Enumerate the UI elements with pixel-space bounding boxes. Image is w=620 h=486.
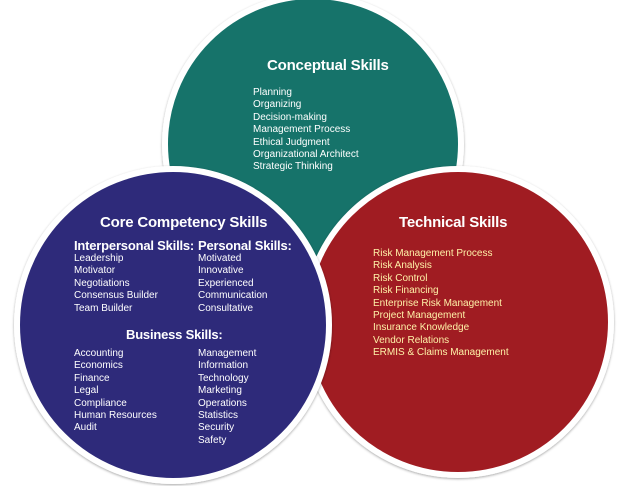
list-item: Insurance Knowledge bbox=[373, 322, 470, 334]
technical-list: Risk Management Process Risk Analysis Ri… bbox=[373, 248, 509, 360]
list-item: Negotiations bbox=[74, 277, 130, 289]
list-item: Safety bbox=[198, 434, 227, 446]
list-item: Management bbox=[198, 348, 257, 359]
list-item: Audit bbox=[74, 422, 97, 434]
list-item: Decision-making bbox=[253, 111, 327, 123]
conceptual-list: Planning Organizing Decision-making Mana… bbox=[253, 87, 359, 174]
business-title: Business Skills: bbox=[126, 327, 223, 342]
list-item: Risk Analysis bbox=[373, 260, 432, 272]
list-item: Motivated bbox=[198, 253, 242, 264]
list-item: Compliance bbox=[74, 397, 127, 409]
interpersonal-title: Interpersonal Skills: bbox=[74, 238, 195, 253]
business-list-right: Management Information Technology Market… bbox=[198, 348, 256, 447]
list-item: Project Management bbox=[373, 310, 466, 322]
list-item: Innovative bbox=[198, 265, 244, 277]
list-item: Motivator bbox=[74, 265, 116, 277]
list-item: Consultative bbox=[198, 302, 254, 314]
business-list-left: Accounting Economics Finance Legal Compl… bbox=[74, 348, 157, 435]
list-item: Management Process bbox=[253, 124, 351, 136]
list-item: Economics bbox=[74, 360, 123, 372]
list-item: Vendor Relations bbox=[373, 334, 450, 346]
list-item: Organizing bbox=[253, 99, 302, 111]
personal-title: Personal Skills: bbox=[198, 238, 292, 253]
technical-title: Technical Skills bbox=[399, 214, 508, 231]
list-item: Planning bbox=[253, 87, 292, 98]
personal-list: Motivated Innovative Experienced Communi… bbox=[198, 253, 267, 315]
list-item: Strategic Thinking bbox=[253, 161, 333, 173]
list-item: Ethical Judgment bbox=[253, 136, 330, 148]
list-item: Accounting bbox=[74, 348, 124, 359]
list-item: Legal bbox=[74, 385, 99, 397]
conceptual-title: Conceptual Skills bbox=[267, 57, 389, 74]
list-item: Organizational Architect bbox=[253, 149, 359, 161]
list-item: ERMIS & Claims Management bbox=[373, 347, 509, 359]
list-item: Risk Control bbox=[373, 272, 428, 284]
list-item: Marketing bbox=[198, 385, 242, 397]
interpersonal-list: Leadership Motivator Negotiations Consen… bbox=[74, 253, 158, 315]
core-competency-title: Core Competency Skills bbox=[100, 214, 268, 231]
list-item: Experienced bbox=[198, 277, 254, 289]
list-item: Operations bbox=[198, 397, 247, 409]
list-item: Security bbox=[198, 422, 235, 434]
list-item: Enterprise Risk Management bbox=[373, 297, 502, 309]
list-item: Technology bbox=[198, 372, 249, 384]
list-item: Information bbox=[198, 360, 249, 372]
list-item: Consensus Builder bbox=[74, 290, 158, 302]
list-item: Leadership bbox=[74, 253, 124, 264]
list-item: Risk Financing bbox=[373, 285, 439, 297]
list-item: Team Builder bbox=[74, 302, 133, 314]
list-item: Risk Management Process bbox=[373, 248, 493, 259]
list-item: Statistics bbox=[198, 410, 239, 422]
list-item: Communication bbox=[198, 290, 268, 302]
list-item: Human Resources bbox=[74, 410, 157, 422]
core-competency-circle bbox=[14, 166, 332, 484]
list-item: Finance bbox=[74, 372, 110, 384]
